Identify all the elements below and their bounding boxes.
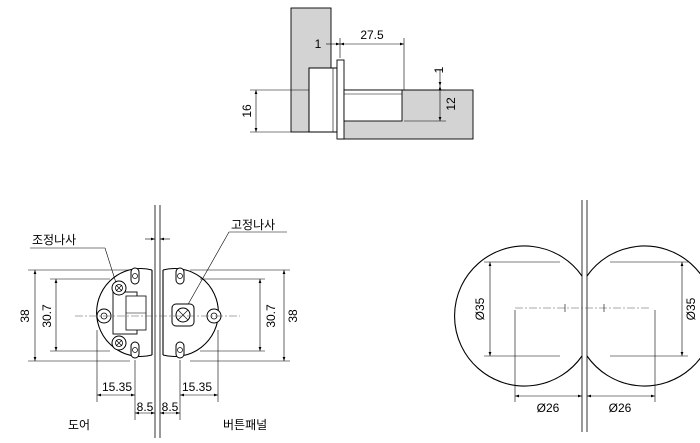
dim-right-inner: 30.7 xyxy=(264,304,278,328)
dim-gap-right: 8.5 xyxy=(162,400,179,414)
fix-screw xyxy=(171,303,195,327)
dim-left-offset: 15.35 xyxy=(102,380,132,394)
adjust-screw-bottom xyxy=(111,335,127,351)
fix-screw-label: 고정나사 xyxy=(231,218,275,232)
adjust-screw-label: 조정나사 xyxy=(32,233,76,247)
hinge-body xyxy=(308,67,338,133)
panel-label: 버튼패널 xyxy=(223,418,267,432)
dim-left-outer: 38 xyxy=(18,309,32,323)
dim-left-width: Ø26 xyxy=(537,401,560,415)
dim-height-label: 12 xyxy=(444,97,458,111)
top-section-view: 1 27.5 1 12 16 xyxy=(240,7,474,140)
left-circle-outline xyxy=(454,245,583,387)
front-hinge-view: 조정나사 고정나사 xyxy=(18,205,300,438)
dim-left-inner: 30.7 xyxy=(40,304,54,328)
hinge-arm xyxy=(343,89,403,122)
dim-right-diameter: Ø35 xyxy=(684,297,698,320)
right-circle-outline xyxy=(586,245,700,387)
dim-right-offset: 15.35 xyxy=(182,380,212,394)
dim-gap-left: 8.5 xyxy=(137,400,154,414)
hinge-leaf xyxy=(336,59,345,140)
dim-left-diameter: Ø35 xyxy=(473,297,487,320)
dim-top-gap-label: 1 xyxy=(432,66,446,73)
dim-right-outer: 38 xyxy=(286,309,300,323)
door-label: 도어 xyxy=(68,418,90,432)
adjust-screw-top xyxy=(111,280,127,296)
dim-gap-label: 1 xyxy=(315,37,322,51)
dim-length-label: 27.5 xyxy=(360,28,384,42)
dim-total-height-label: 16 xyxy=(240,104,254,118)
dim-right-width: Ø26 xyxy=(609,401,632,415)
circle-view: Ø35 Ø35 Ø26 Ø26 xyxy=(454,200,700,432)
